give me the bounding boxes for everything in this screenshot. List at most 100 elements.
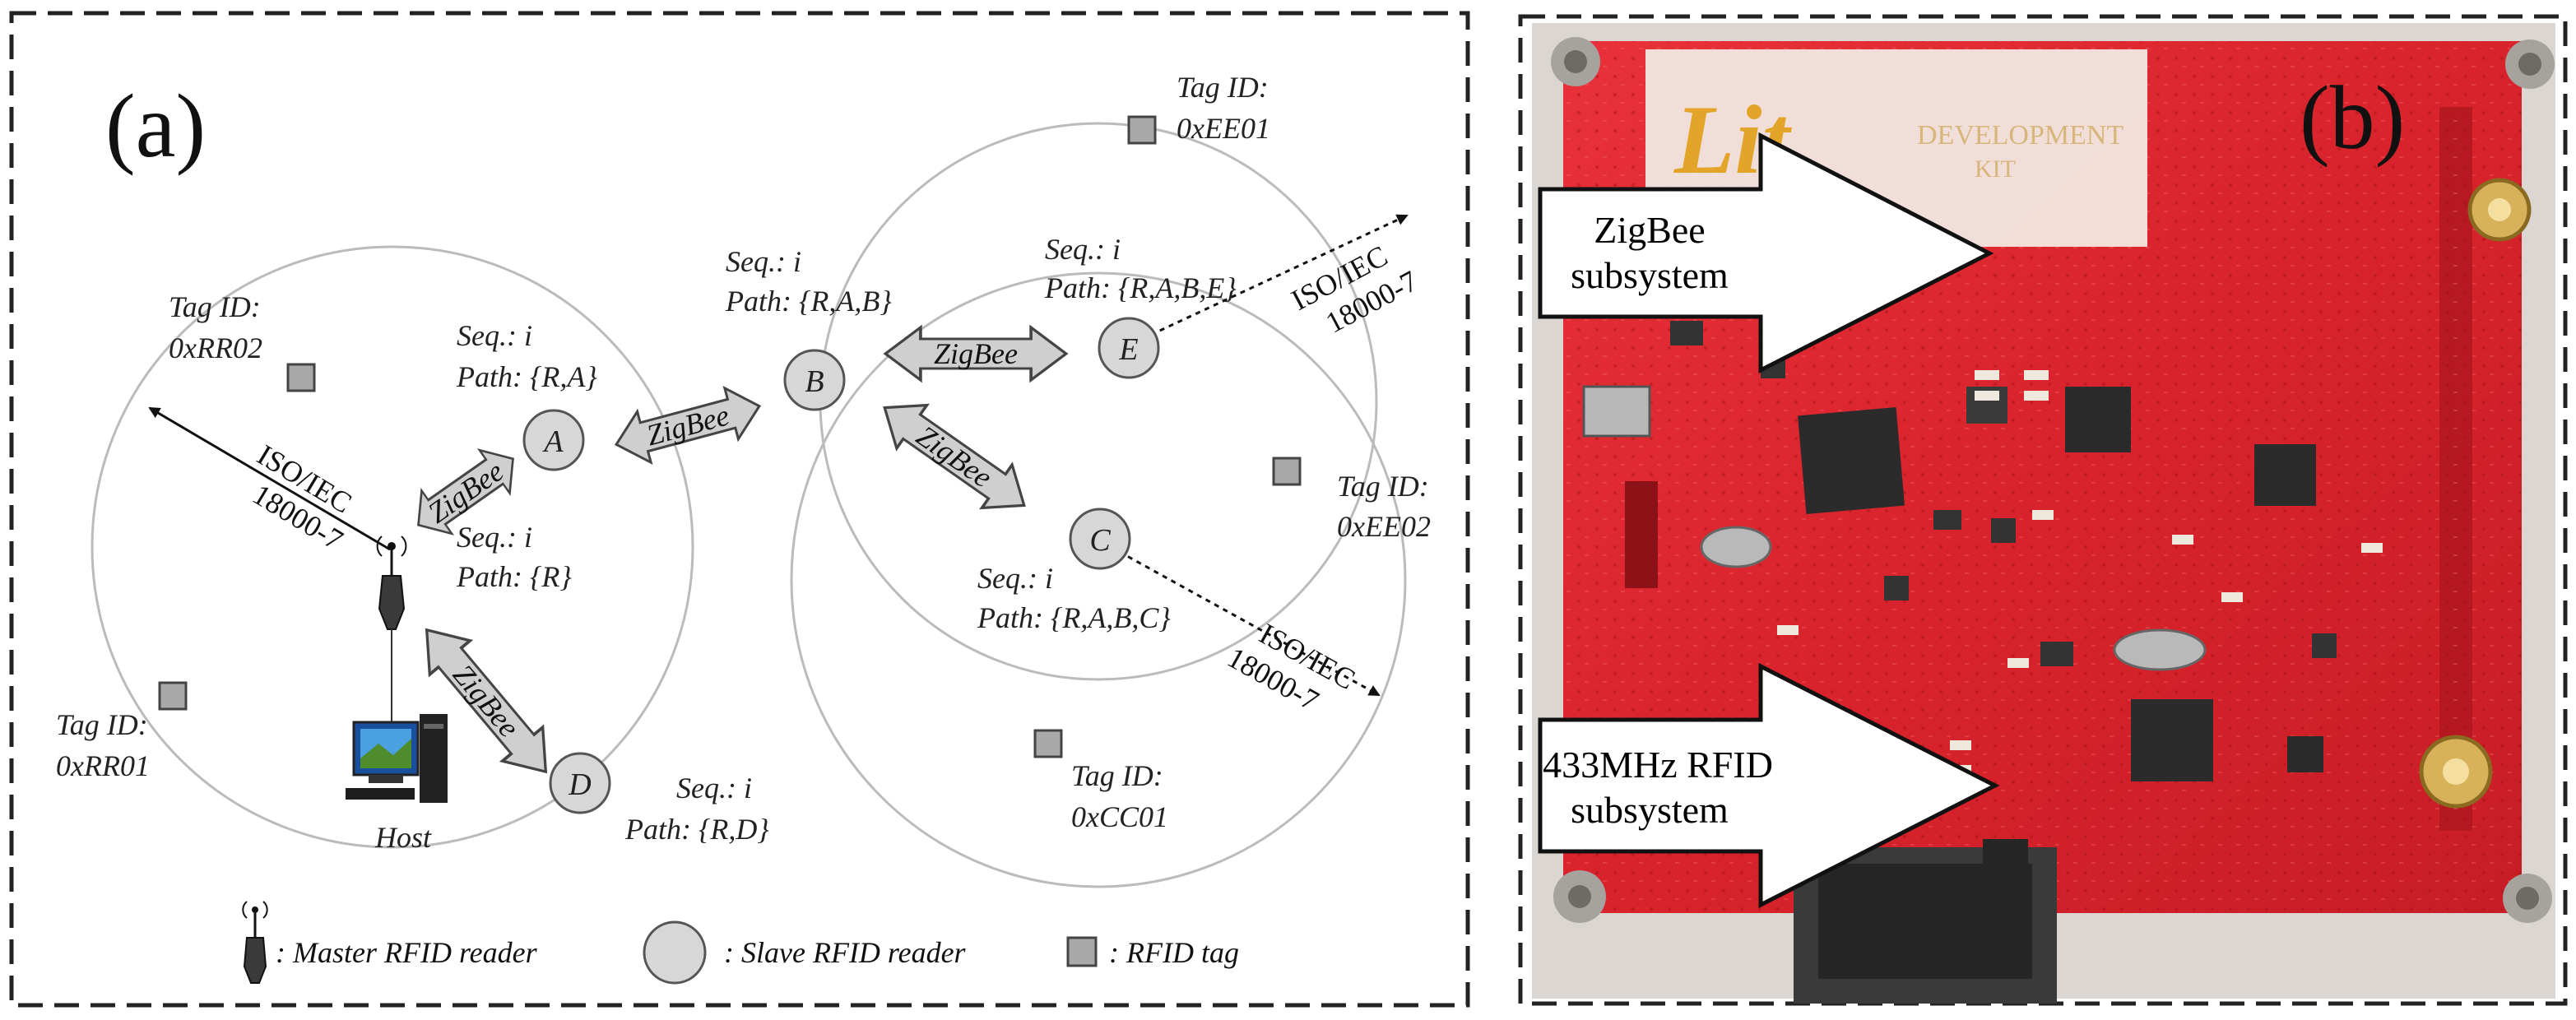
svg-text:Tag ID:: Tag ID: <box>1177 71 1269 104</box>
tag-label-cc01: Tag ID: 0xCC01 <box>1071 759 1168 833</box>
jumper <box>1983 839 2028 880</box>
legend-slave-text: : Slave RFID reader <box>724 936 967 969</box>
panel-b-label: (b) <box>2300 67 2405 168</box>
rfid-tag-ee02 <box>1272 457 1302 486</box>
tag-label-rr02: Tag ID: 0xRR02 <box>169 290 262 364</box>
svg-text:Path: {R,D}: Path: {R,D} <box>624 813 769 846</box>
seq-label-a: Seq.: i Path: {R,A} <box>456 319 597 393</box>
svg-text:Path: {R,A}: Path: {R,A} <box>456 360 597 393</box>
rfid-tag-rr02 <box>286 363 316 392</box>
mounting-post <box>1551 37 1600 86</box>
zigbee-subsystem-arrow: ZigBee subsystem <box>1538 132 1994 374</box>
svg-text:Path: {R,A,B}: Path: {R,A,B} <box>725 285 892 318</box>
slave-reader-a: A <box>522 409 585 471</box>
slave-reader-c: C <box>1069 508 1131 570</box>
zigbee-text: ZigBee <box>422 454 509 529</box>
sma-connector-top <box>2467 178 2532 242</box>
svg-text:0xRR02: 0xRR02 <box>169 332 262 364</box>
node-letter: D <box>568 767 591 802</box>
node-letter: E <box>1118 332 1138 367</box>
svg-text:0xRR01: 0xRR01 <box>56 749 150 782</box>
legend: : Master RFID reader : Slave RFID reader… <box>242 901 1239 985</box>
sma-connector-bottom <box>2419 735 2493 809</box>
legend-slave-icon <box>643 920 707 985</box>
legend-master-icon <box>242 901 268 984</box>
ic-chip <box>2065 387 2131 452</box>
tag-label-rr01: Tag ID: 0xRR01 <box>56 708 150 782</box>
svg-text:Tag ID:: Tag ID: <box>169 290 261 323</box>
master-reader-icon <box>376 536 407 724</box>
svg-text:Path: {R}: Path: {R} <box>456 560 572 593</box>
node-letter: C <box>1089 523 1111 558</box>
svg-text:Seq.: i: Seq.: i <box>457 319 532 352</box>
panel-a-label: (a) <box>105 76 206 176</box>
zigbee-text: ZigBee <box>911 419 998 494</box>
pcb-photo: Lit DEVELOPMENT KIT <box>1532 23 2555 1004</box>
pcb-board-text-1: DEVELOPMENT <box>1917 120 2123 151</box>
svg-text:Path: {R,A,B,E}: Path: {R,A,B,E} <box>1044 271 1237 304</box>
slave-reader-e: E <box>1098 317 1160 379</box>
svg-text:Seq.: i: Seq.: i <box>977 562 1053 595</box>
host-label: Host <box>374 821 432 854</box>
node-letter: A <box>541 424 564 459</box>
mounting-post <box>2503 874 2552 923</box>
rfid-subsystem-line2: subsystem <box>1571 789 1729 831</box>
zigbee-text: ZigBee <box>447 658 526 744</box>
tag-label-ee02: Tag ID: 0xEE02 <box>1337 470 1431 543</box>
host-computer-icon <box>346 714 448 803</box>
zigbee-subsystem-line2: subsystem <box>1571 254 1729 296</box>
usb-connector <box>1582 385 1651 438</box>
legend-tag-text: : RFID tag <box>1109 936 1239 969</box>
svg-text:0xCC01: 0xCC01 <box>1071 800 1168 833</box>
seq-label-b: Seq.: i Path: {R,A,B} <box>725 245 892 318</box>
legend-tag-icon <box>1066 936 1098 967</box>
zigbee-subsystem-line1: ZigBee <box>1594 209 1705 251</box>
zigbee-arrow-a-b: ZigBee <box>608 379 768 471</box>
rfid-tag-ee01 <box>1127 115 1157 145</box>
svg-text:Seq.: i: Seq.: i <box>457 521 532 554</box>
coverage-circle-master <box>91 245 694 849</box>
rfid-subsystem-line1: 433MHz RFID <box>1543 744 1773 786</box>
dark-components <box>1670 321 2337 666</box>
slave-reader-b: B <box>783 349 846 411</box>
seq-label-d: Seq.: i Path: {R,D} <box>624 772 769 846</box>
iso-link-master <box>148 406 391 551</box>
svg-text:Path: {R,A,B,C}: Path: {R,A,B,C} <box>977 601 1171 634</box>
iso-label-c: ISO/IEC 18000-7 <box>1222 617 1360 717</box>
tag-label-ee01: Tag ID: 0xEE01 <box>1177 71 1270 145</box>
zigbee-text: ZigBee <box>934 337 1018 370</box>
iso-link-c <box>1110 545 1381 697</box>
panel-a-frame <box>9 11 1470 1008</box>
svg-text:0xEE01: 0xEE01 <box>1177 112 1270 145</box>
legend-master-text: : Master RFID reader <box>276 936 538 969</box>
svg-text:Seq.: i: Seq.: i <box>1045 233 1121 266</box>
mounting-post <box>2505 39 2555 89</box>
slave-reader-d: D <box>549 752 611 814</box>
coverage-circle-e <box>790 271 1407 888</box>
svg-text:Tag ID:: Tag ID: <box>1337 470 1429 503</box>
rfid-subsystem-arrow: 433MHz RFID subsystem <box>1538 662 2000 909</box>
ic-chip <box>2254 444 2316 506</box>
crystal <box>1700 526 1772 568</box>
svg-text:Seq.: i: Seq.: i <box>676 772 752 804</box>
ic-chip <box>2131 699 2213 781</box>
pin-header <box>1625 481 1658 588</box>
svg-text:0xEE02: 0xEE02 <box>1337 510 1431 543</box>
mounting-post <box>1553 870 1606 923</box>
crystal <box>2113 628 2207 671</box>
rfid-tag-cc01 <box>1033 729 1063 758</box>
rfid-tag-rr01 <box>158 681 188 711</box>
pcb-board-text-2: KIT <box>1975 155 2016 183</box>
smd-components <box>1777 370 2383 775</box>
coverage-circle-b <box>819 122 1378 681</box>
ic-chip <box>2287 736 2323 772</box>
seq-label-e: Seq.: i Path: {R,A,B,E} <box>1044 233 1237 304</box>
ic-chip <box>1797 406 1905 515</box>
seq-label-c: Seq.: i Path: {R,A,B,C} <box>977 562 1171 634</box>
svg-text:Seq.: i: Seq.: i <box>726 245 801 278</box>
node-letter: B <box>805 364 824 399</box>
svg-text:Tag ID:: Tag ID: <box>56 708 148 741</box>
seq-label-r: Seq.: i Path: {R} <box>456 521 572 593</box>
svg-text:Tag ID:: Tag ID: <box>1071 759 1163 792</box>
